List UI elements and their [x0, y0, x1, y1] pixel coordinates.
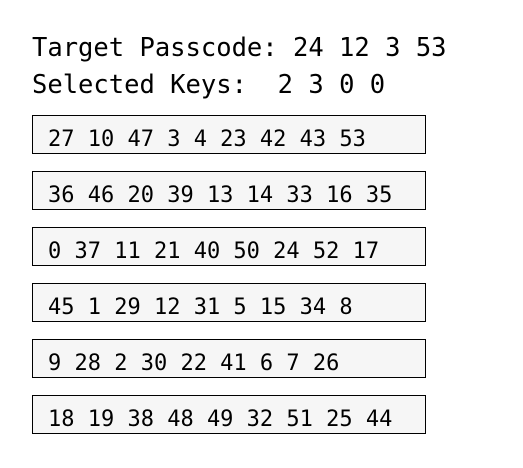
key-row-1[interactable]: 27 10 47 3 4 23 42 43 53: [32, 115, 426, 154]
target-passcode-label: Target Passcode:: [32, 33, 278, 63]
key-row-numbers: 9 28 2 30 22 41 6 7 26: [48, 351, 340, 376]
key-row-4[interactable]: 45 1 29 12 31 5 15 34 8: [32, 283, 426, 322]
key-row-numbers: 0 37 11 21 40 50 24 52 17: [48, 239, 380, 264]
target-passcode-line: Target Passcode: 24 12 3 53: [32, 33, 447, 63]
key-row-numbers: 18 19 38 48 49 32 51 25 44: [48, 407, 393, 432]
key-row-5[interactable]: 9 28 2 30 22 41 6 7 26: [32, 339, 426, 378]
key-row-numbers: 27 10 47 3 4 23 42 43 53: [48, 127, 366, 152]
key-row-6[interactable]: 18 19 38 48 49 32 51 25 44: [32, 395, 426, 434]
key-row-2[interactable]: 36 46 20 39 13 14 33 16 35: [32, 171, 426, 210]
selected-keys-value: 2 3 0 0: [277, 70, 386, 100]
selected-keys-label: Selected Keys:: [32, 70, 247, 100]
key-row-numbers: 36 46 20 39 13 14 33 16 35: [48, 183, 393, 208]
target-passcode-value: 24 12 3 53: [293, 33, 447, 63]
key-row-3[interactable]: 0 37 11 21 40 50 24 52 17: [32, 227, 426, 266]
selected-keys-line: Selected Keys: 2 3 0 0: [32, 70, 385, 100]
key-row-numbers: 45 1 29 12 31 5 15 34 8: [48, 295, 353, 320]
